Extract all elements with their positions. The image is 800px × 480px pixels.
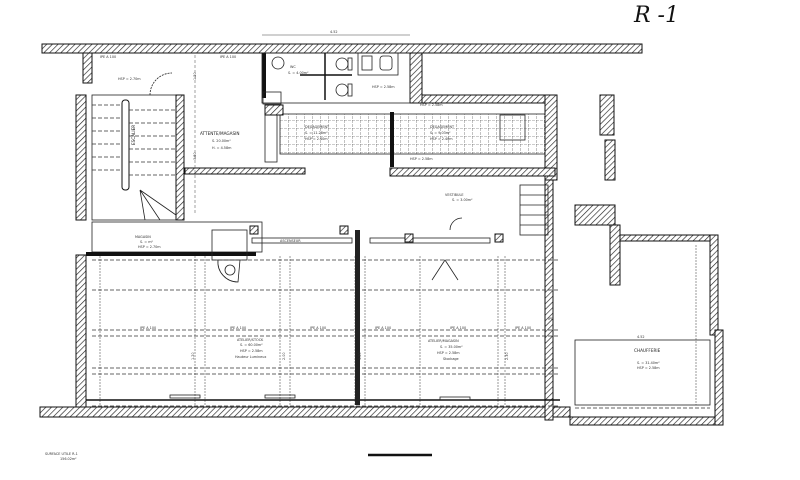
beam-label-6: IPE A 100	[515, 326, 531, 330]
main-left-area: S. = 60.00m²	[240, 343, 263, 347]
beam-label-top: IPE A 100	[100, 55, 116, 59]
stairwell-label: ESCALIER	[131, 125, 136, 145]
main-left-height: HSP = 2.58m	[240, 349, 263, 353]
main-right-area: S. = 35.00m²	[440, 345, 463, 349]
dim-4: 2.00	[282, 352, 286, 360]
top-dimension: 4.52	[330, 30, 338, 34]
stairwell-note: HSP = 2.70m	[118, 77, 141, 81]
storage-right-area: S. = 9.03m²	[430, 131, 451, 135]
boiler-height: HSP = 2.58m	[637, 366, 660, 370]
main-space: IPE A 100 IPE A 100 IPE A 100 IPE A 100 …	[86, 230, 560, 407]
dim-3: 1.20	[191, 352, 195, 360]
beam-label-top-right: IPE A 100	[220, 55, 236, 59]
lift-zone-name: MAGASIN	[135, 235, 151, 239]
lift-label: ASCENSEUR	[280, 239, 301, 243]
footer-note-1: SURFACE UTILE R-1	[45, 452, 78, 456]
footer: SURFACE UTILE R-1 156.02m²	[45, 452, 432, 461]
tiled-storage: DEGAGEMENT S. = 11.28m² HSP = 2.40m DEGA…	[264, 104, 546, 167]
storage-right-height: HSP = 2.40m	[430, 137, 453, 141]
beam-label-short: IPE	[548, 317, 553, 321]
wc-dim: HSP = 2.58m	[372, 85, 395, 89]
beam-label-2: IPE A 100	[230, 326, 246, 330]
wc-area: S. = 4.00m²	[288, 71, 309, 75]
main-right-height: HSP = 2.58m	[437, 351, 460, 355]
main-left-note: Hauteur Lumineux	[235, 355, 266, 359]
beam-label-4: IPE A 100	[375, 326, 391, 330]
sheet-tag: R -1	[633, 3, 679, 28]
boiler-room: 4.52 CHAUFFERIE S. = 31.40m² HSP = 2.58m	[574, 245, 711, 409]
vestibule-area: S. = 3.00m²	[452, 198, 473, 202]
storage-left-area: S. = 11.28m²	[305, 131, 328, 135]
stairwell: ESCALIER HSP = 2.70m	[91, 72, 185, 221]
dim-1: 1.20	[193, 72, 197, 80]
dim-5: 1.20	[358, 352, 362, 360]
vestibule-name: VESTIBULE	[445, 193, 464, 197]
boiler-dim: 4.52	[637, 335, 645, 339]
lift-zone-area: S. = m²	[140, 240, 154, 244]
main-left-name: ATELIER/STOCK	[237, 338, 264, 342]
waiting-room: ATTENTE/MAGASIN S. 20.00m² H. = 4.58m 1.…	[100, 55, 240, 215]
beam-label-3: IPE A 100	[310, 326, 326, 330]
waiting-room-height: H. = 4.58m	[212, 146, 232, 150]
wc-block: 4.52 WC S. = 4.00m² HSP = 2.58m HSP = 2.…	[261, 30, 443, 107]
ceiling-bottom: HSP = 2.58m	[410, 157, 433, 161]
dim-6: 2.30	[505, 352, 509, 360]
main-right-name: ATELIER/MAGASIN	[428, 339, 459, 343]
storage-right-name: DEGAGEMENT	[430, 125, 455, 129]
lift-zone-height: HSP = 2.70m	[138, 245, 161, 249]
main-right-note: Stockage	[443, 357, 459, 361]
boiler-area: S. = 31.40m²	[637, 361, 660, 365]
dim-2: 3.80	[193, 152, 197, 160]
wc-label: WC	[290, 65, 296, 69]
exterior-walls	[39, 43, 724, 426]
waiting-room-name: ATTENTE/MAGASIN	[200, 131, 240, 136]
footer-note-2: 156.02m²	[60, 457, 77, 461]
ceiling-top: HSP = 2.58m	[420, 103, 443, 107]
boiler-name: CHAUFFERIE	[634, 348, 661, 353]
storage-left-height: HSP = 2.40m	[305, 137, 328, 141]
waiting-room-area: S. 20.00m²	[212, 139, 231, 143]
storage-left-name: DEGAGEMENT	[305, 125, 330, 129]
beam-label-5: IPE A 100	[450, 326, 466, 330]
mid-zone: VESTIBULE S. = 3.00m² MAGASIN S. = m² HS…	[86, 184, 549, 283]
beam-label-1: IPE A 100	[140, 326, 156, 330]
